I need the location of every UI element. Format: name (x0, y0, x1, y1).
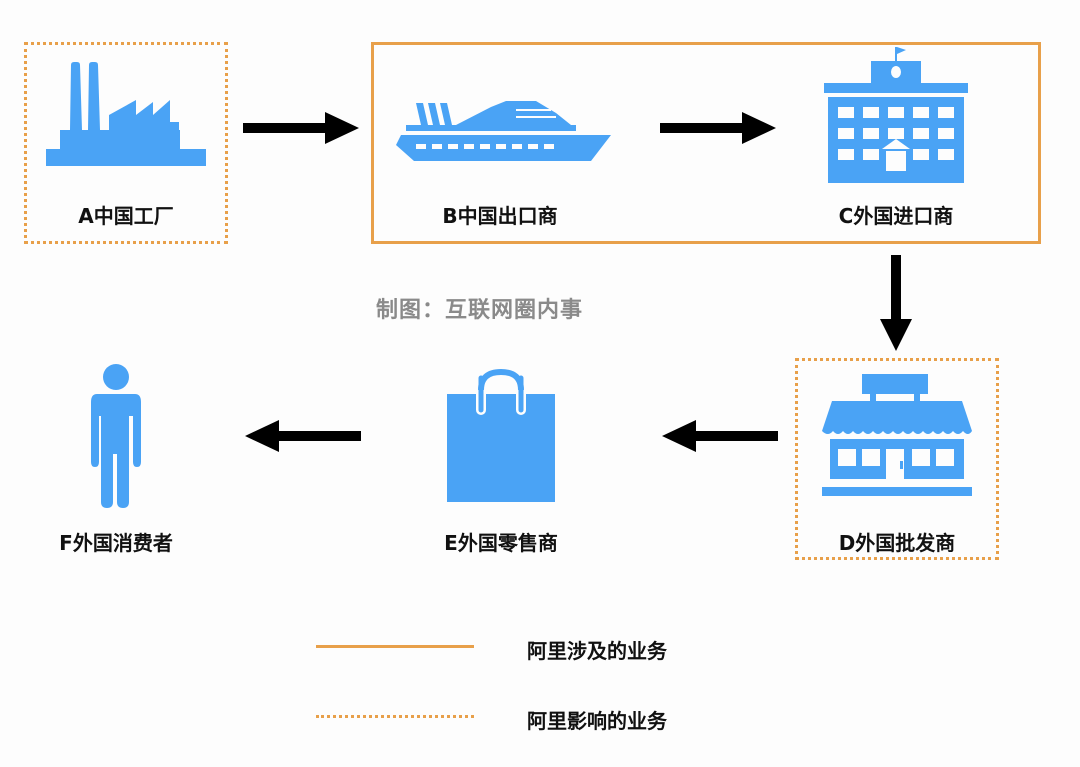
node-bc-group-box (371, 42, 1041, 244)
shopping-bag-icon (447, 368, 555, 502)
arrow-d-to-e (662, 420, 778, 452)
node-f-label: F外国消费者 (59, 531, 173, 555)
ship-icon (396, 101, 611, 161)
watermark: 制图：互联网圈内事 (376, 298, 584, 323)
arrow-a-to-b (243, 112, 359, 144)
node-a-label: A中国工厂 (78, 204, 174, 228)
node-b-label: B中国出口商 (442, 204, 558, 228)
node-e-label: E外国零售商 (444, 531, 558, 555)
node-a-box (24, 42, 228, 244)
node-d-box (795, 358, 999, 560)
building-icon (824, 47, 968, 183)
legend-dotted-line (316, 715, 474, 718)
legend-solid-line (316, 645, 474, 648)
person-icon (91, 364, 141, 508)
arrow-e-to-f (245, 420, 361, 452)
store-icon (822, 374, 972, 496)
node-d-label: D外国批发商 (838, 531, 956, 555)
factory-icon (46, 62, 206, 166)
legend-dotted-label: 阿里影响的业务 (527, 709, 667, 733)
arrow-b-to-c (660, 112, 776, 144)
node-c-label: C外国进口商 (838, 204, 954, 228)
legend-solid-label: 阿里涉及的业务 (527, 639, 667, 663)
arrow-c-to-d (880, 255, 912, 351)
